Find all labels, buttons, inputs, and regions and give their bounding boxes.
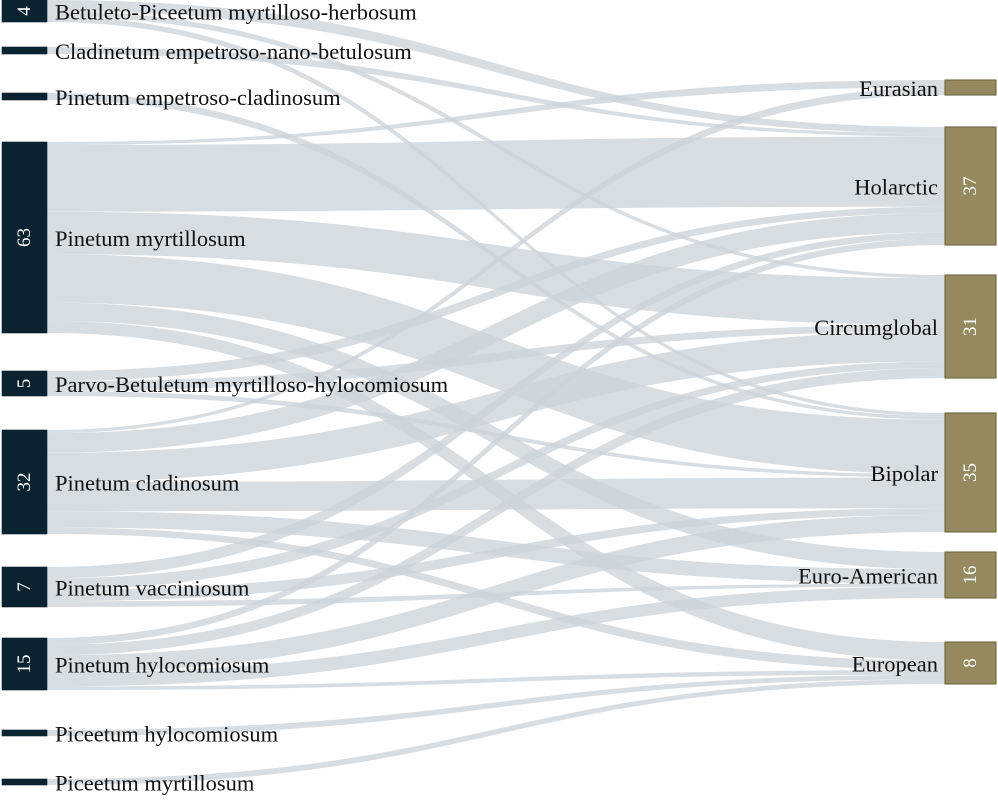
target-node-value-holarctic: 37 bbox=[960, 177, 981, 196]
sankey-link bbox=[47, 206, 945, 381]
target-node-holarctic[interactable] bbox=[944, 126, 997, 246]
sankey-link bbox=[47, 511, 945, 584]
source-node-value-pinetum_hylocomiosum: 15 bbox=[14, 655, 35, 674]
source-node-parvo_betuletum[interactable] bbox=[1, 370, 48, 397]
sankey-link bbox=[47, 0, 945, 134]
target-node-label-euro_american: Euro-American bbox=[798, 564, 938, 589]
target-node-bipolar[interactable] bbox=[944, 412, 997, 533]
target-node-circumglobal[interactable] bbox=[944, 274, 997, 379]
source-node-value-parvo_betuletum: 5 bbox=[14, 379, 35, 389]
sankey-link bbox=[47, 670, 945, 690]
sankey-link bbox=[47, 679, 945, 785]
sankey-link bbox=[47, 361, 945, 590]
source-node-value-pinetum_vacciniosum: 7 bbox=[14, 582, 35, 592]
sankey-link bbox=[47, 508, 945, 602]
sankey-link bbox=[47, 254, 945, 475]
target-node-label-circumglobal: Circumglobal bbox=[814, 315, 938, 340]
sankey-link bbox=[47, 80, 945, 146]
source-node-label-pinetum_cladinosum: Pinetum cladinosum bbox=[55, 471, 240, 496]
sankey-link bbox=[47, 16, 945, 417]
source-node-label-pinetum_vacciniosum: Pinetum vacciniosum bbox=[55, 576, 250, 601]
sankey-link bbox=[47, 674, 945, 736]
sankey-link bbox=[47, 477, 945, 512]
sankey-link bbox=[47, 515, 945, 673]
source-node-piceetum_myrtillosum[interactable] bbox=[1, 778, 48, 786]
target-node-value-euro_american: 16 bbox=[960, 566, 981, 585]
source-node-piceetum_hylocomiosum[interactable] bbox=[1, 729, 48, 737]
target-node-eurasian[interactable] bbox=[944, 79, 997, 96]
sankey-link bbox=[47, 136, 945, 212]
sankey-link bbox=[47, 586, 945, 687]
sankey-link bbox=[47, 47, 945, 137]
sankey-link bbox=[47, 211, 945, 325]
sankey-link bbox=[47, 213, 945, 453]
source-node-label-pinetum_empetroso: Pinetum empetroso-cladinosum bbox=[55, 85, 341, 110]
target-node-label-european: European bbox=[852, 652, 938, 677]
source-node-label-piceetum_myrtillosum: Piceetum myrtillosum bbox=[55, 771, 255, 796]
source-node-value-betuleto_piceetum: 4 bbox=[14, 6, 35, 16]
target-node-value-circumglobal: 31 bbox=[960, 317, 981, 336]
source-node-label-betuleto_piceetum: Betuleto-Piceetum myrtilloso-herbosum bbox=[55, 0, 417, 25]
target-node-label-eurasian: Eurasian bbox=[859, 76, 938, 101]
source-node-betuleto_piceetum[interactable] bbox=[1, 0, 48, 23]
sankey-link bbox=[47, 87, 945, 434]
sankey-link bbox=[47, 368, 945, 656]
source-node-value-pinetum_cladinosum: 32 bbox=[14, 473, 35, 492]
target-node-value-european: 8 bbox=[960, 658, 981, 668]
source-node-pinetum_empetroso[interactable] bbox=[1, 92, 48, 101]
source-node-label-pinetum_hylocomiosum: Pinetum hylocomiosum bbox=[55, 653, 270, 678]
sankey-link bbox=[47, 232, 945, 579]
source-node-cladinetum[interactable] bbox=[1, 46, 48, 55]
target-node-european[interactable] bbox=[944, 641, 997, 685]
source-node-pinetum_cladinosum[interactable] bbox=[1, 429, 48, 535]
target-node-value-bipolar: 35 bbox=[960, 463, 981, 482]
source-node-pinetum_myrtillosum[interactable] bbox=[1, 141, 48, 334]
target-node-euro_american[interactable] bbox=[944, 551, 997, 599]
source-node-label-pinetum_myrtillosum: Pinetum myrtillosum bbox=[55, 226, 246, 251]
target-node-label-bipolar: Bipolar bbox=[871, 461, 939, 486]
sankey-links-group bbox=[47, 0, 945, 785]
target-node-label-holarctic: Holarctic bbox=[854, 175, 938, 200]
source-node-value-pinetum_myrtillosum: 63 bbox=[14, 228, 35, 247]
sankey-link bbox=[47, 391, 945, 478]
source-node-label-cladinetum: Cladinetum empetroso-nano-betulosum bbox=[55, 39, 412, 64]
sankey-link bbox=[47, 324, 945, 391]
sankey-link bbox=[47, 238, 945, 645]
source-node-label-piceetum_hylocomiosum: Piceetum hylocomiosum bbox=[55, 722, 279, 747]
source-node-pinetum_hylocomiosum[interactable] bbox=[1, 637, 48, 691]
source-node-label-parvo_betuletum: Parvo-Betuletum myrtilloso-hylocomiosum bbox=[55, 372, 449, 397]
sankey-labels-group: 4 Betuleto-Piceetum myrtilloso-herbosumCl… bbox=[14, 0, 981, 796]
source-node-pinetum_vacciniosum[interactable] bbox=[1, 566, 48, 608]
